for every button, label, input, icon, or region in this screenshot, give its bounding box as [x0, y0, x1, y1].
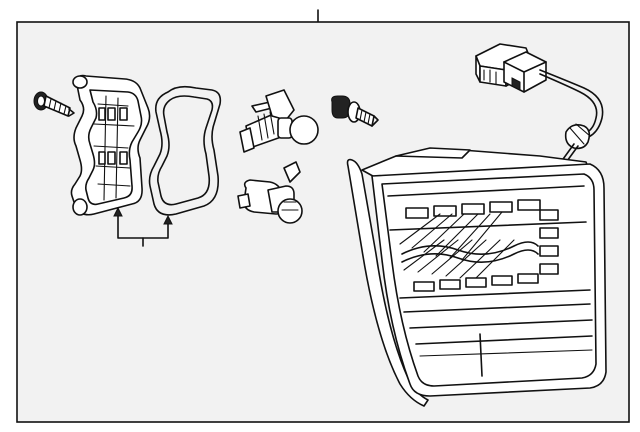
- twist-socket-icon: [237, 161, 303, 224]
- callout-bracket: [113, 206, 173, 247]
- tail-lamp-housing-icon: [346, 147, 607, 407]
- push-pin-icon: [331, 95, 379, 127]
- bulb-carrier-plate-icon: [70, 74, 151, 216]
- screw-icon: [33, 91, 75, 117]
- gasket-icon: [148, 85, 222, 216]
- wiring-connector-icon: [475, 43, 604, 169]
- bulb-socket-icon: [239, 89, 319, 153]
